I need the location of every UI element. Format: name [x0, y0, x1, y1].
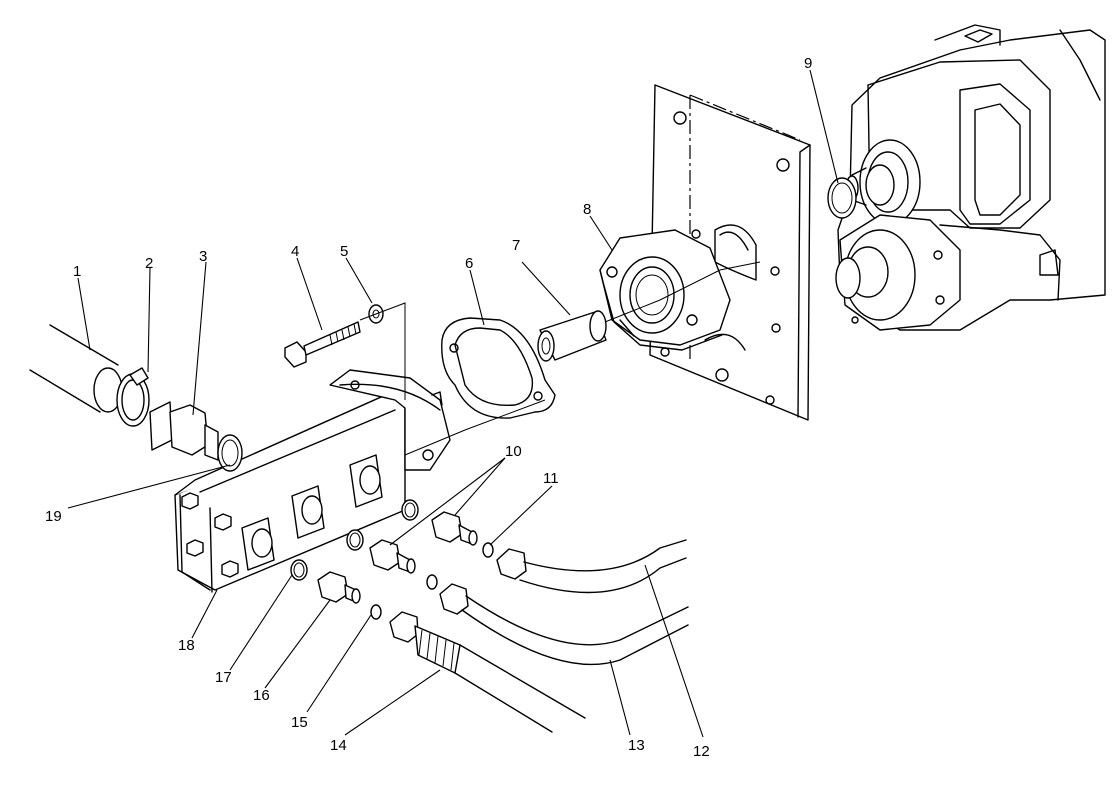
callout-4: 4 [291, 243, 299, 260]
callout-19: 19 [45, 508, 62, 525]
callout-1: 1 [73, 263, 81, 280]
tube-12 [496, 539, 687, 594]
callout-labels: 1 2 3 4 5 6 7 8 9 10 11 12 13 14 15 16 1… [45, 55, 812, 760]
callout-9: 9 [804, 55, 812, 72]
pump-bolts [181, 492, 239, 578]
o-ring-15 [370, 604, 382, 620]
callout-6: 6 [465, 255, 473, 272]
callout-12: 12 [693, 743, 710, 760]
callout-10: 10 [505, 443, 522, 460]
callout-8: 8 [583, 201, 591, 218]
callout-13: 13 [628, 737, 645, 754]
tube-13 [439, 583, 689, 666]
hydraulic-pump [835, 24, 1106, 331]
callout-3: 3 [199, 248, 207, 265]
adapter-flange [599, 229, 731, 351]
inlet-fitting [149, 401, 243, 472]
callout-18: 18 [178, 637, 195, 654]
callout-2: 2 [145, 255, 153, 272]
inlet-hose [29, 324, 123, 413]
fitting-10b [431, 511, 478, 546]
callout-17: 17 [215, 669, 232, 686]
fitting-10a [369, 539, 416, 574]
callout-15: 15 [291, 714, 308, 731]
o-ring-11b [482, 542, 494, 558]
callout-14: 14 [330, 737, 347, 754]
hose-14 [389, 611, 586, 733]
hose-clamp [116, 367, 150, 427]
capscrew [284, 321, 361, 368]
callout-5: 5 [340, 243, 348, 260]
callout-11: 11 [543, 470, 559, 487]
callout-16: 16 [253, 687, 270, 704]
o-ring-11a [426, 574, 438, 590]
callout-7: 7 [512, 237, 520, 254]
gasket [441, 317, 556, 419]
callout-leaders [67, 69, 839, 738]
fitting-16 [317, 571, 361, 604]
coupling [537, 310, 607, 362]
